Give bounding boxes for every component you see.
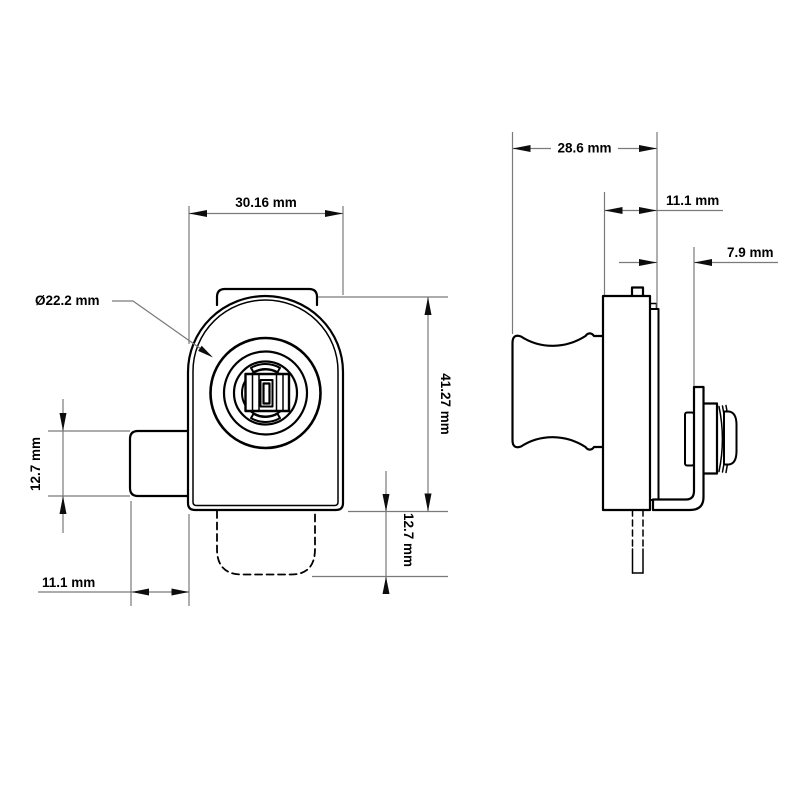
arrowhead [198, 345, 213, 358]
side-housing-body [601, 294, 652, 512]
dim-front-tab-offset-label: 11.1 mm [42, 575, 95, 590]
arrowhead [59, 496, 67, 514]
arrowhead [325, 210, 343, 217]
arrowhead [639, 207, 657, 214]
side-washer [684, 411, 695, 467]
side-cam-bracket [651, 385, 705, 512]
dim-front-tab-height-label: 12.7 mm [28, 437, 43, 491]
side-bezel-profile [511, 332, 605, 451]
front-hidden-barrel [216, 510, 316, 576]
front-top-arc-segment [250, 363, 281, 374]
side-thread-1 [718, 405, 724, 473]
dim-front-width-label: 30.16 mm [235, 195, 297, 210]
dim-text-mask [551, 139, 618, 156]
arrowhead [604, 207, 623, 214]
front-ring-circle [222, 350, 309, 436]
front-top-cap [215, 287, 319, 307]
dim-side-stud-length-label: 7.9 mm [727, 245, 774, 260]
front-view [128, 287, 345, 576]
arrowhead [424, 493, 432, 512]
side-nut [701, 402, 719, 475]
side-stud-cap [723, 410, 738, 466]
side-dimensions: 28.6 mm 11.1 mm 7.9 mm [511, 132, 778, 386]
front-plug-circle [232, 360, 299, 426]
side-view [511, 286, 738, 574]
arrowhead [639, 145, 657, 152]
arrowhead [382, 494, 390, 512]
arrowhead [512, 145, 531, 152]
dim-front-height-label: 41.27 mm [438, 373, 453, 435]
arrowhead [424, 297, 432, 315]
leader-line-diameter [112, 300, 212, 357]
arrowhead [694, 259, 712, 266]
keyway-slot-inner [262, 382, 271, 405]
front-tab [128, 429, 194, 498]
front-bottom-arc-segment [250, 412, 281, 423]
dim-side-total-depth-label: 28.6 mm [557, 141, 611, 156]
arrowhead [131, 588, 149, 596]
arrowhead [382, 576, 390, 594]
dim-front-diameter-label: Ø22.2 mm [35, 293, 100, 308]
dim-front-barrel-depth-label: 12.7 mm [401, 513, 416, 567]
side-mounting-plate [649, 308, 660, 501]
arrowhead [59, 413, 67, 431]
arrowhead [171, 588, 189, 596]
dim-side-housing-depth-label: 11.1 mm [666, 193, 719, 208]
front-body-inner-wall [192, 299, 339, 507]
front-dimensions: 30.16 mm Ø22.2 mm 41.27 mm 12.7 mm 12.7 … [28, 195, 453, 606]
arrowhead [189, 210, 207, 217]
front-bezel-circle [209, 336, 322, 450]
arrowhead [639, 259, 657, 266]
